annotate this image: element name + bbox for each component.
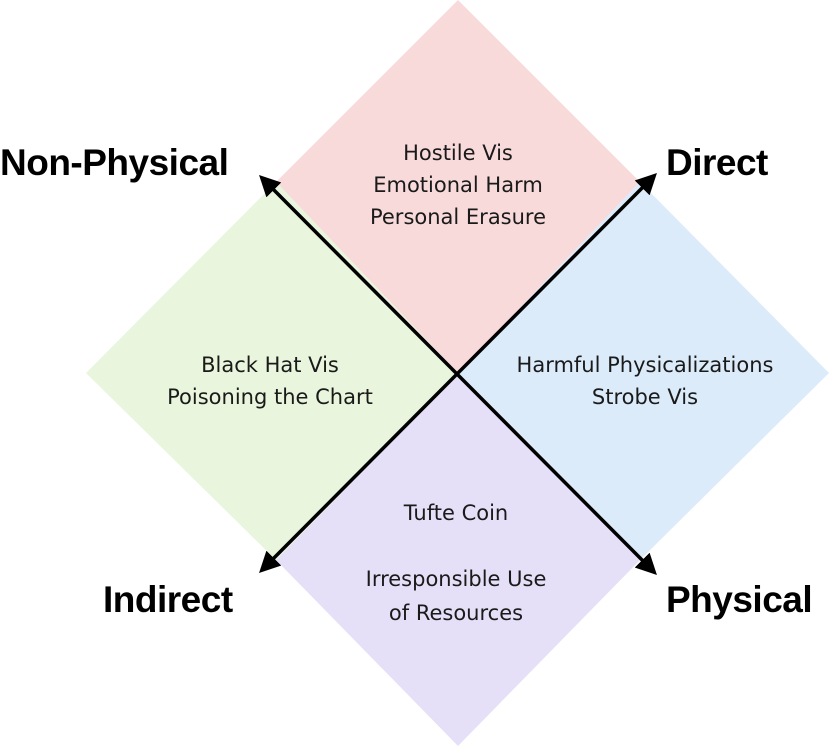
quadrant-top-line: Hostile Vis xyxy=(403,141,513,165)
quadrant-left-line: Black Hat Vis xyxy=(201,353,339,377)
quadrant-right-line: Strobe Vis xyxy=(592,385,698,409)
quadrant-bottom-line: Irresponsible Use xyxy=(366,567,547,591)
quadrant-top-line: Personal Erasure xyxy=(370,205,546,229)
quadrant-right-line: Harmful Physicalizations xyxy=(517,353,774,377)
axis-label-direct: Direct xyxy=(666,142,768,183)
axis-label-indirect: Indirect xyxy=(103,579,233,620)
axis-label-physical: Physical xyxy=(666,579,812,620)
axis-label-non-physical: Non-Physical xyxy=(0,142,228,183)
quadrant-bottom-text: Tufte Coin Irresponsible Use of Resource… xyxy=(366,501,547,625)
quadrant-top-line: Emotional Harm xyxy=(373,173,543,197)
quadrant-bottom-line: of Resources xyxy=(389,601,523,625)
axis-indirect-direct-arrow xyxy=(259,173,657,573)
quadrant-top-text: Hostile Vis Emotional Harm Personal Eras… xyxy=(370,141,546,229)
quadrant-left-text: Black Hat Vis Poisoning the Chart xyxy=(167,353,373,409)
quadrant-right-text: Harmful Physicalizations Strobe Vis xyxy=(517,353,774,409)
quadrant-left-line: Poisoning the Chart xyxy=(167,385,373,409)
quadrant-bottom-line: Tufte Coin xyxy=(403,501,508,525)
